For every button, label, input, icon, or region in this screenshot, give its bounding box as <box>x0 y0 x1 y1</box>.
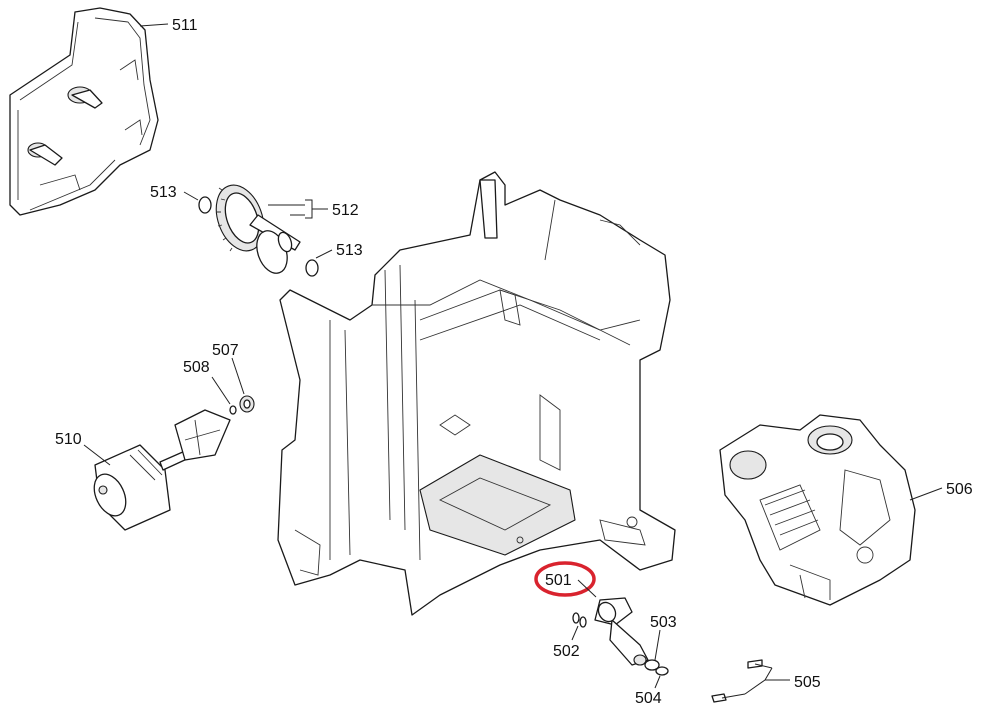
part-503-seal <box>644 659 660 671</box>
part-501-valve <box>594 597 649 666</box>
label-511: 511 <box>172 17 198 34</box>
part-507-nut <box>239 395 255 413</box>
fan-impeller <box>174 409 231 461</box>
label-510: 510 <box>55 431 82 448</box>
label-504: 504 <box>635 690 662 707</box>
leader-507 <box>231 357 245 395</box>
part-505-screws <box>711 659 773 703</box>
label-513-upper: 513 <box>150 184 177 201</box>
label-502: 502 <box>553 643 580 660</box>
leader-510 <box>83 444 111 466</box>
part-506-brew-unit <box>719 414 916 606</box>
label-506: 506 <box>946 481 973 498</box>
label-513-lower: 513 <box>336 242 363 259</box>
label-508: 508 <box>183 359 210 376</box>
part-512-gear-assembly <box>215 184 301 274</box>
part-513-oring-lower <box>305 259 319 277</box>
part-504-oring <box>655 666 669 676</box>
part-513-oring-upper <box>198 196 212 214</box>
leader-502 <box>571 625 579 641</box>
main-frame-housing <box>277 171 676 616</box>
part-502-orings <box>572 612 587 628</box>
leader-501 <box>577 579 597 598</box>
bracket-512 <box>305 199 328 219</box>
leader-505 <box>744 667 790 695</box>
leader-506 <box>909 487 943 501</box>
label-512: 512 <box>332 202 359 219</box>
part-508-oring <box>229 405 237 415</box>
label-505: 505 <box>794 674 821 691</box>
leader-513-lower <box>315 249 333 259</box>
highlight-ring-501 <box>534 561 596 597</box>
leader-503 <box>654 629 661 661</box>
leader-513-upper <box>183 191 199 201</box>
label-503: 503 <box>650 614 677 631</box>
part-511-side-cover <box>9 7 159 216</box>
leader-508 <box>211 376 231 405</box>
leader-511 <box>139 23 169 27</box>
label-507: 507 <box>212 342 239 359</box>
leader-504 <box>654 675 661 689</box>
label-501: 501 <box>545 572 572 589</box>
